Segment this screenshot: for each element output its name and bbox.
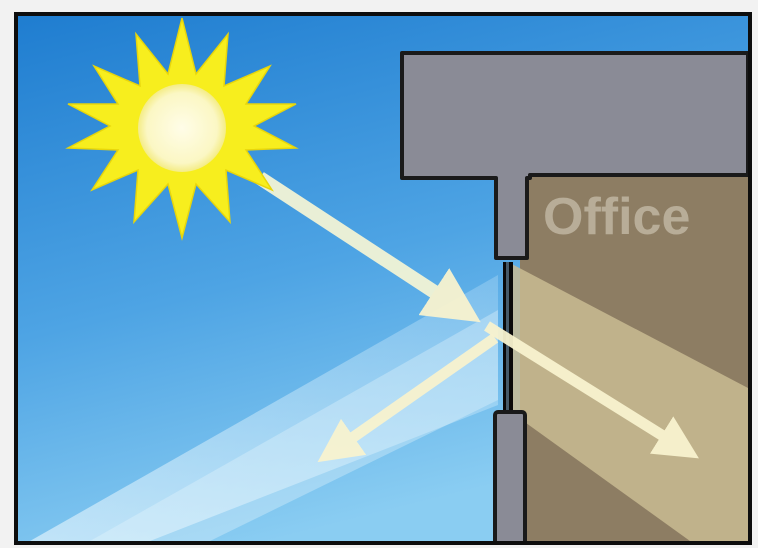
lower-wall: [495, 412, 525, 547]
office-label: Office: [543, 188, 690, 246]
sun-core: [138, 84, 226, 172]
